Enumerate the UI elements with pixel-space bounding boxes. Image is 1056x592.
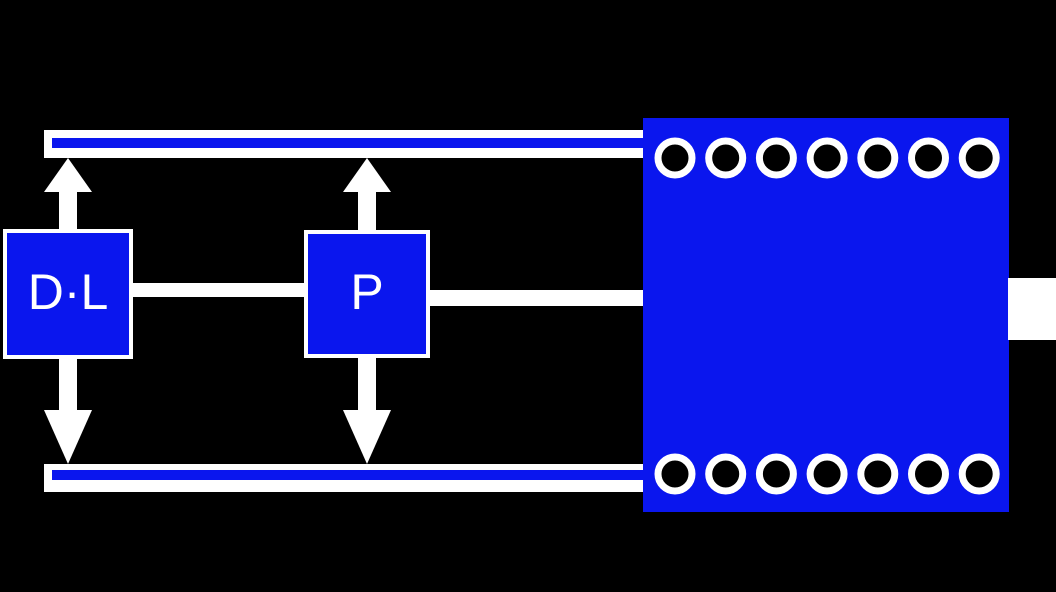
chip-bottom-pins — [654, 453, 1000, 495]
top-pin-1 — [654, 137, 696, 179]
bottom-pin-5 — [857, 453, 899, 495]
p-block-label: P — [350, 264, 383, 320]
chip-top-pins — [654, 137, 1000, 179]
bottom-pin-1 — [654, 453, 696, 495]
top-bus — [44, 130, 646, 158]
top-pin-6 — [908, 137, 949, 179]
dl-block-label: D·L — [28, 264, 109, 320]
edge-tab — [1008, 278, 1056, 340]
p-up-arrow — [343, 158, 391, 232]
p-down-arrow — [343, 356, 391, 464]
bottom-pin-3 — [755, 453, 797, 495]
top-pin-5 — [857, 137, 899, 179]
top-pin-7 — [958, 137, 1000, 179]
dl-up-arrow — [44, 158, 92, 232]
dl-to-p-line — [130, 283, 306, 297]
top-pin-3 — [755, 137, 797, 179]
dl-down-arrow — [44, 356, 92, 464]
chip — [643, 118, 1009, 512]
dl-block: D·L — [3, 229, 133, 359]
top-pin-2 — [705, 137, 747, 179]
chip-body — [643, 118, 1009, 512]
bottom-pin-4 — [806, 453, 848, 495]
p-block: P — [304, 230, 430, 358]
p-to-chip-line — [428, 290, 646, 306]
bottom-pin-7 — [958, 453, 1000, 495]
top-pin-4 — [806, 137, 848, 179]
bottom-pin-2 — [705, 453, 747, 495]
bottom-pin-6 — [908, 453, 949, 495]
bottom-bus — [44, 464, 646, 492]
